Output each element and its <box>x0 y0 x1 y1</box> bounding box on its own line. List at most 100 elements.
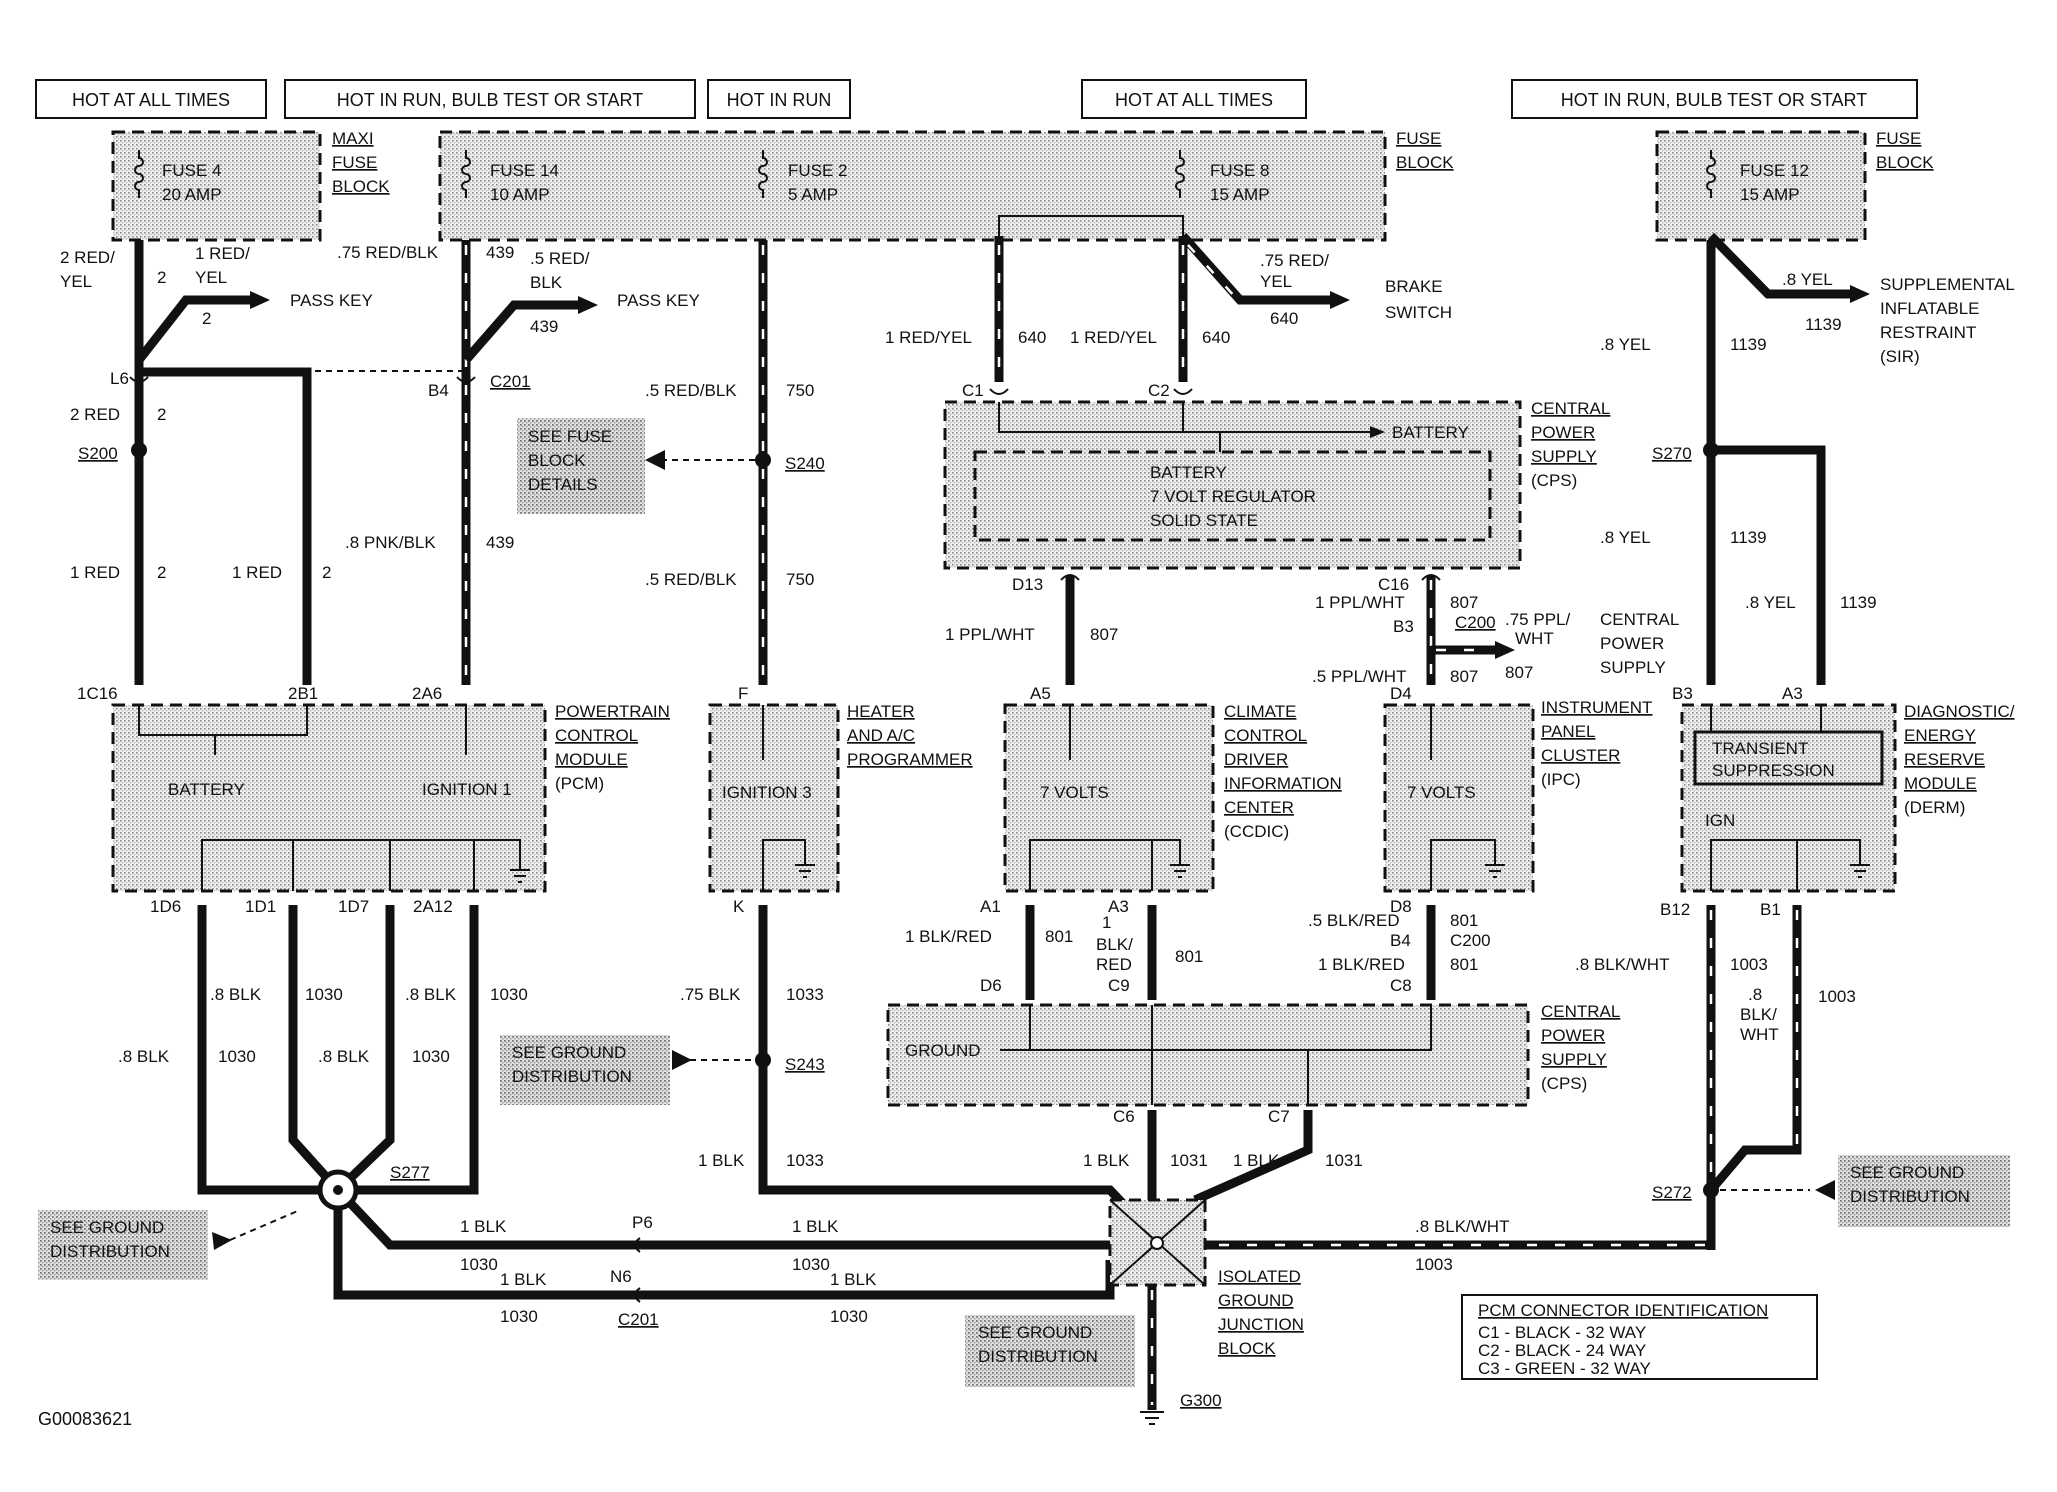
lbl: .8 YEL <box>1782 270 1833 289</box>
pcm-ground-taps <box>292 840 475 891</box>
ccdic-module: 7 VOLTS CLIMATE CONTROL DRIVER INFORMATI… <box>1003 702 1342 893</box>
connector-d13 <box>1060 574 1080 581</box>
lbl: WHT <box>1515 629 1554 648</box>
lbl: C200 <box>1450 931 1491 950</box>
wire-pcm-1d7 <box>334 905 395 1194</box>
lbl: 807 <box>1090 625 1118 644</box>
header-hot-run-bulb-1: HOT IN RUN, BULB TEST OR START <box>337 90 643 110</box>
lbl: G300 <box>1180 1391 1222 1410</box>
lbl: D6 <box>980 976 1002 995</box>
lbl: 640 <box>1018 328 1046 347</box>
cps-bottom-label1: CENTRAL <box>1541 1002 1620 1021</box>
cps-out-arrow <box>1495 641 1515 659</box>
lbl: C8 <box>1390 976 1412 995</box>
connector-c2 <box>1173 388 1193 395</box>
splice-s240 <box>755 452 771 468</box>
sir-label4: (SIR) <box>1880 347 1920 366</box>
lbl: 1 BLK <box>500 1270 547 1289</box>
right-fuse-block-box <box>1655 130 1867 242</box>
lbl: 750 <box>786 381 814 400</box>
sir-label2: INFLATABLE <box>1880 299 1980 318</box>
cps-out-label3: SUPPLY <box>1600 658 1666 677</box>
header-box-4 <box>1081 79 1307 119</box>
lbl: 807 <box>1450 593 1478 612</box>
lbl: 1031 <box>1170 1151 1208 1170</box>
wire-labels: 2 RED/ YEL 2 1 RED/ YEL 2 PASS KEY .75 R… <box>60 243 2015 1410</box>
derm-label1: DIAGNOSTIC/ <box>1904 702 2015 721</box>
cps-bottom-label2: POWER <box>1541 1026 1605 1045</box>
lbl: 1003 <box>1415 1255 1453 1274</box>
ccdic-ground-bus <box>1029 839 1181 891</box>
lbl: 1003 <box>1730 955 1768 974</box>
ccdic-label2: CONTROL <box>1224 726 1307 745</box>
lbl: 1 BLK/RED <box>905 927 992 946</box>
lbl: B1 <box>1760 900 1781 919</box>
connector-l6 <box>129 376 149 383</box>
lbl: .75 PPL/ <box>1505 610 1570 629</box>
igjb-label4: BLOCK <box>1218 1339 1276 1358</box>
lbl: D4 <box>1390 684 1412 703</box>
lbl: .5 PPL/WHT <box>1312 667 1406 686</box>
lbl: 1139 <box>1840 593 1877 612</box>
lbl: C6 <box>1113 1107 1135 1126</box>
pcm-ground-icon <box>510 869 530 883</box>
ipc-ground-icon <box>1485 864 1505 878</box>
lbl: 801 <box>1450 911 1478 930</box>
figure-id: G00083621 <box>38 1409 132 1429</box>
derm-suppression-label: SUPPRESSION <box>1712 761 1835 780</box>
see-fuse-line3: DETAILS <box>528 475 598 494</box>
lbl: 1139 <box>1730 335 1767 354</box>
header-row: HOT AT ALL TIMES HOT IN RUN, BULB TEST O… <box>35 79 1918 119</box>
lbl: BLK/ <box>1740 1005 1777 1024</box>
lbl: 2A6 <box>412 684 442 703</box>
lbl: 439 <box>530 317 558 336</box>
see-ground-distribution-d <box>1838 1155 2010 1227</box>
lbl: C9 <box>1108 976 1130 995</box>
lbl: F <box>738 684 748 703</box>
lbl: S272 <box>1652 1183 1692 1202</box>
lbl: A3 <box>1782 684 1803 703</box>
gd-a-line2: DISTRIBUTION <box>512 1067 632 1086</box>
pcm-ground-bus <box>201 839 521 891</box>
fuse8-bus <box>998 215 1184 236</box>
lbl: .8 BLK <box>210 985 262 1004</box>
lbl: 2 <box>157 405 166 424</box>
wire-passkey-2 <box>462 300 578 363</box>
fuse-12-symbol <box>1706 150 1716 198</box>
lbl: 801 <box>1045 927 1073 946</box>
lbl: S240 <box>785 454 825 473</box>
ccdic-box <box>1003 703 1215 893</box>
lbl: 1D7 <box>338 897 369 916</box>
lbl: .8 BLK <box>118 1047 170 1066</box>
pass-key-label-1: PASS KEY <box>290 291 373 310</box>
lbl: 1C16 <box>77 684 118 703</box>
pcm-label4: (PCM) <box>555 774 604 793</box>
arrows <box>250 285 1870 659</box>
splices <box>131 442 1719 1211</box>
heater-ac-box <box>708 703 840 893</box>
header-hot-at-all-times-1: HOT AT ALL TIMES <box>72 90 230 110</box>
see-ground-distribution-a <box>500 1035 670 1105</box>
heater-label3: PROGRAMMER <box>847 750 973 769</box>
fuse-2-symbol <box>758 150 768 198</box>
see-ground-distribution-b <box>38 1210 208 1280</box>
cps-battery-label: BATTERY <box>1392 423 1469 442</box>
lbl: 1030 <box>218 1047 256 1066</box>
lbl: 439 <box>486 533 514 552</box>
lbl: C200 <box>1455 613 1496 632</box>
ccdic-7v-label: 7 VOLTS <box>1040 783 1109 802</box>
pcm-battery-label: BATTERY <box>168 780 245 799</box>
lbl: 1030 <box>412 1047 450 1066</box>
igjb-center <box>1150 1236 1164 1250</box>
derm-ground-icon <box>1850 864 1870 878</box>
connector-p6 <box>634 1237 641 1253</box>
lbl: C2 <box>1148 381 1170 400</box>
lbl: B3 <box>1393 617 1414 636</box>
brake-switch-arrow <box>1330 291 1350 309</box>
header-box-3 <box>707 79 851 119</box>
lbl: 1030 <box>500 1307 538 1326</box>
lbl: 1 RED <box>232 563 282 582</box>
lbl: 1 BLK <box>1083 1151 1130 1170</box>
header-box-5 <box>1511 79 1918 119</box>
lbl: C7 <box>1268 1107 1290 1126</box>
